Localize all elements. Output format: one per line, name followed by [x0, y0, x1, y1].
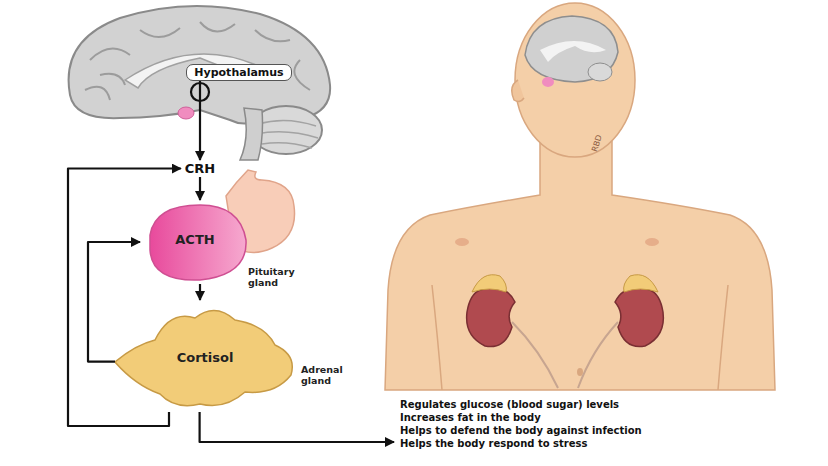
effect-line: Helps to defend the body against infecti…	[400, 424, 642, 437]
brain-illustration	[69, 6, 331, 160]
effect-line: Regulates glucose (blood sugar) levels	[400, 398, 642, 411]
gland-label: Pituitary gland	[248, 266, 302, 288]
region-name: Hypothalamus	[194, 66, 283, 79]
effect-line: Increases fat in the body	[400, 411, 642, 424]
hypothalamus-box: Hypothalamus	[186, 64, 291, 81]
hormone-node: CRH	[181, 160, 219, 177]
gland-label: Adrenal gland	[301, 364, 351, 386]
hormone-name: Cortisol	[115, 350, 295, 365]
pituitary-gland-shape: ACTHPituitary gland	[140, 200, 250, 284]
body-illustration	[385, 3, 775, 390]
feedback-arrow	[199, 81, 201, 160]
feedback-arrow	[199, 284, 201, 300]
hormone-name: ACTH	[140, 232, 250, 247]
hormone-name: CRH	[185, 161, 215, 176]
effect-line: Helps the body respond to stress	[400, 437, 642, 450]
feedback-arrow	[88, 242, 140, 362]
effects-list: Regulates glucose (blood sugar) levelsIn…	[398, 398, 644, 450]
adrenal-gland-shape: CortisolAdrenal gland	[115, 300, 295, 412]
feedback-arrow	[200, 412, 394, 442]
feedback-arrow	[199, 177, 201, 200]
